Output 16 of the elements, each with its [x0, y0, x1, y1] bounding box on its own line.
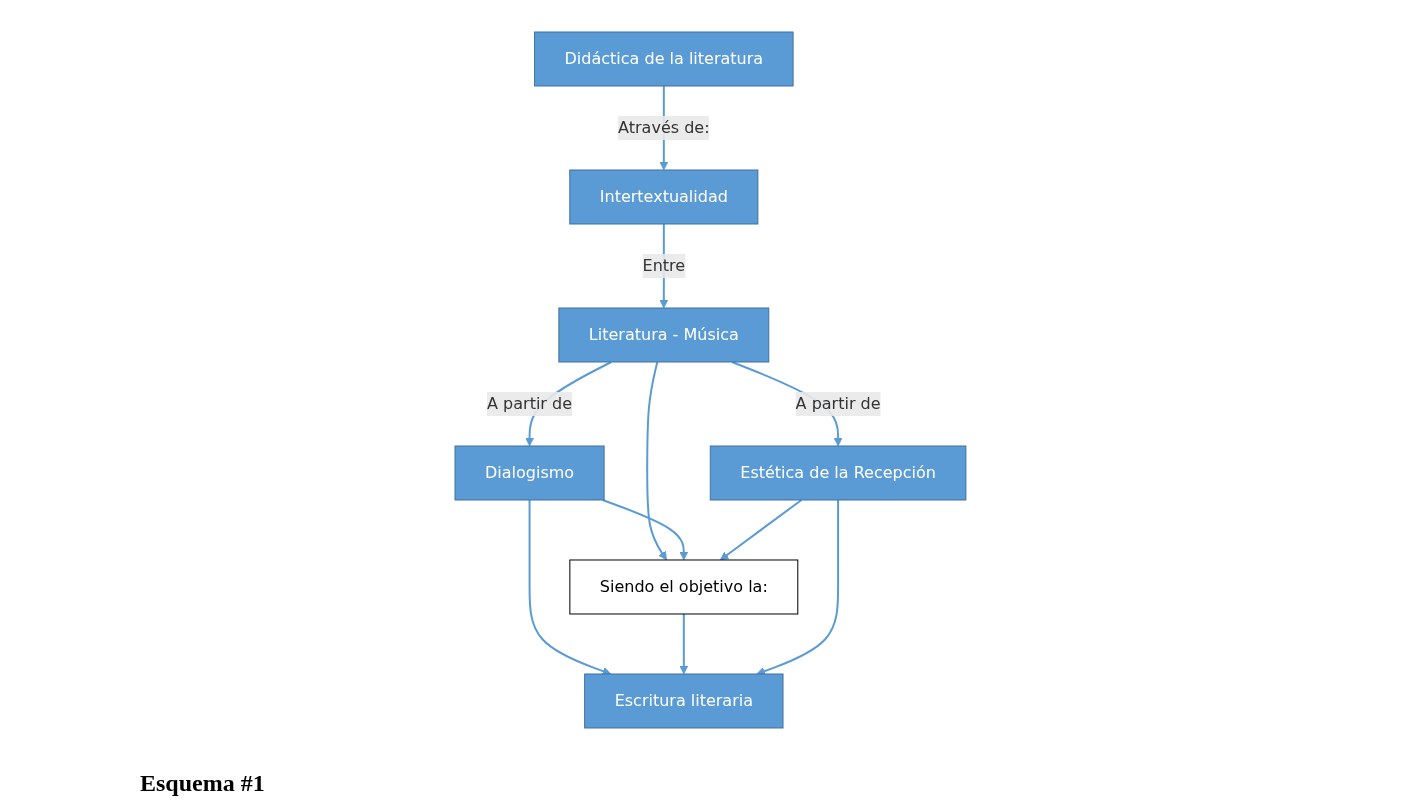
- node-box: Estética de la Recepción: [709, 445, 967, 501]
- edge-label: A partir de: [487, 393, 573, 413]
- arrow: [601, 499, 689, 561]
- node-box: Literatura - Música: [558, 307, 770, 363]
- edge-label: A partir de: [795, 393, 881, 413]
- node-box: Didáctica de la literatura: [534, 31, 794, 87]
- edge-label: Através de:: [618, 118, 710, 137]
- edge-label: Entre: [642, 255, 686, 275]
- node-box: Siendo el objetivo la:: [569, 559, 799, 615]
- arrow: [646, 361, 667, 561]
- node-box: Escritura literaria: [584, 673, 784, 729]
- node-box: Intertextualidad: [569, 169, 759, 225]
- arrow: [679, 613, 689, 675]
- arrow: [719, 499, 803, 561]
- figure-caption: Esquema #1: [140, 770, 265, 797]
- node-box: Dialogismo: [454, 445, 605, 501]
